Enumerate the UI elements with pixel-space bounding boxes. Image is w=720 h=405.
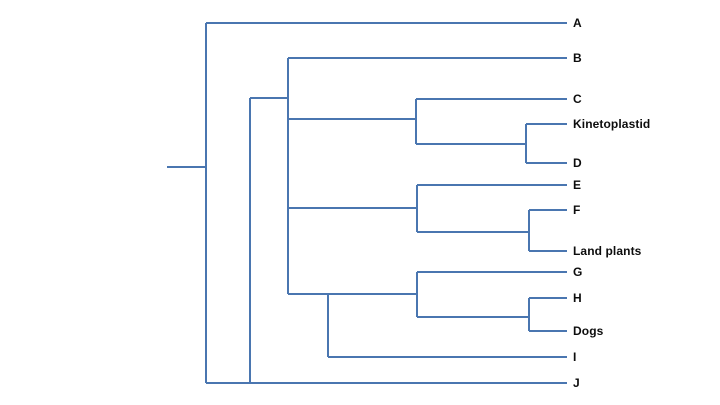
tip-i-label: I (573, 350, 577, 364)
tip-g-label: G (573, 265, 583, 279)
tip-h-label: H (573, 291, 582, 305)
tip-f-label: F (573, 203, 581, 217)
tip-kinetoplastid-label: Kinetoplastid (573, 117, 651, 131)
branch-lines-group (167, 22, 567, 384)
tip-c-label: C (573, 92, 582, 106)
tip-a-label: A (573, 16, 582, 30)
tip-e-label: E (573, 178, 582, 192)
tip-land-plants-label: Land plants (573, 244, 642, 258)
tip-j-label: J (573, 376, 580, 390)
tip-b-label: B (573, 51, 582, 65)
tip-d-label: D (573, 156, 582, 170)
tip-dogs-label: Dogs (573, 324, 604, 338)
